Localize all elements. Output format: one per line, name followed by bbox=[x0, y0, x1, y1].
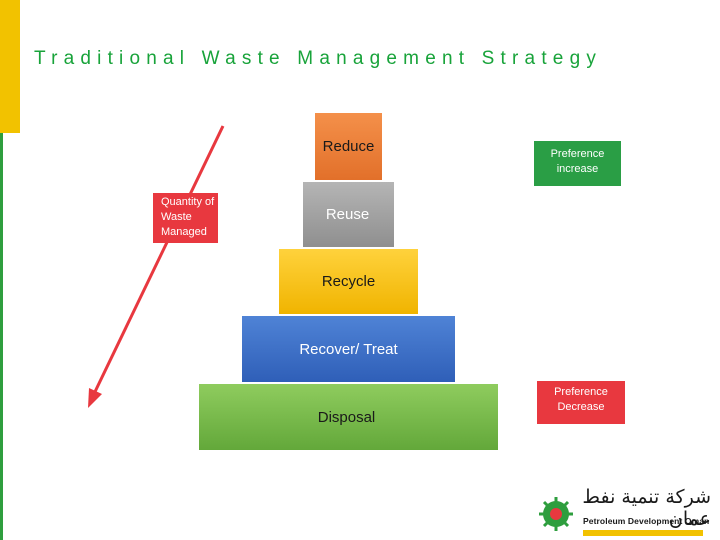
company-logo: شركة تنمية نفط عمان Petroleum Developmen… bbox=[536, 486, 711, 536]
logo-emblem-icon bbox=[539, 497, 573, 531]
accent-line-left bbox=[0, 133, 3, 540]
tier-recycle-label: Recycle bbox=[321, 273, 376, 290]
logo-arabic-text: شركة تنمية نفط عمان bbox=[582, 486, 711, 530]
slide-title: Traditional Waste Management Strategy bbox=[34, 48, 603, 69]
quantity-arrow-head bbox=[88, 388, 102, 408]
tier-reduce: Reduce bbox=[315, 113, 382, 180]
logo-english-text: Petroleum Development Oman bbox=[583, 516, 710, 526]
tier-disposal: Disposal bbox=[199, 384, 498, 450]
preference-decrease-label: Preference Decrease bbox=[537, 381, 625, 424]
tier-reuse: Reuse bbox=[303, 182, 394, 247]
quantity-arrow bbox=[88, 125, 225, 408]
tier-recover: Recover/ Treat bbox=[242, 316, 455, 382]
accent-bar-top bbox=[0, 0, 20, 133]
tier-recycle: Recycle bbox=[279, 249, 418, 314]
tier-reduce-label: Reduce bbox=[322, 138, 375, 155]
logo-underline bbox=[583, 530, 703, 536]
quantity-label: Quantity of Waste Managed bbox=[153, 193, 218, 243]
preference-increase-label: Preference increase bbox=[534, 141, 621, 186]
tier-recover-label: Recover/ Treat bbox=[299, 340, 398, 358]
quantity-arrow-line bbox=[90, 125, 225, 399]
tier-disposal-label: Disposal bbox=[317, 408, 376, 426]
tier-reuse-label: Reuse bbox=[325, 206, 370, 223]
